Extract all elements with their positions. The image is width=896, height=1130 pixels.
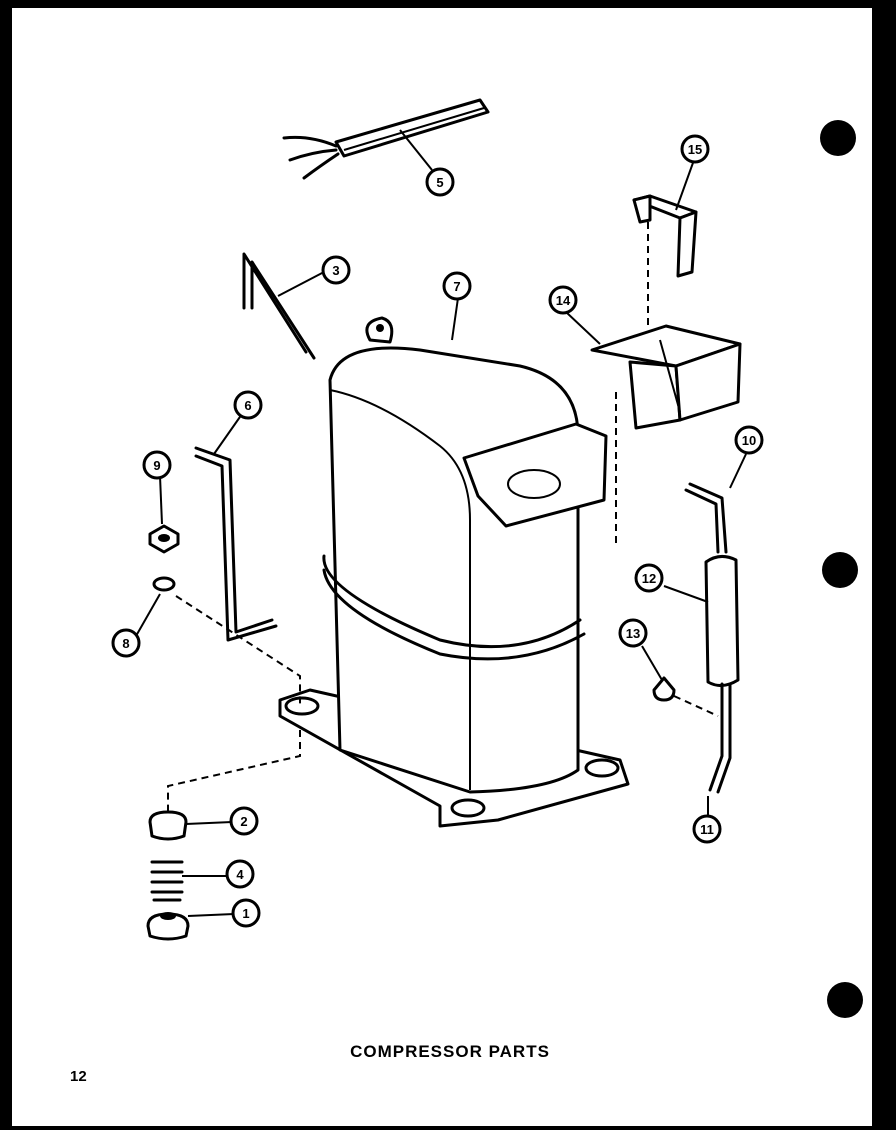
part-terminal-cover	[565, 311, 742, 546]
page-number: 12	[70, 1068, 87, 1085]
callout-10: 10	[734, 425, 764, 455]
binder-hole-bottom	[827, 982, 863, 1018]
svg-text:7: 7	[453, 279, 460, 294]
svg-text:10: 10	[742, 433, 756, 448]
svg-text:14: 14	[556, 293, 571, 308]
callout-15: 15	[680, 134, 710, 164]
svg-text:12: 12	[642, 571, 656, 586]
callout-5: 5	[425, 167, 455, 197]
callout-6: 6	[233, 390, 263, 420]
diagram-caption: COMPRESSOR PARTS	[350, 1042, 550, 1061]
part-cap	[641, 645, 719, 717]
part-bent-tube	[242, 252, 325, 360]
callout-12: 12	[634, 563, 664, 593]
callout-9: 9	[142, 450, 172, 480]
svg-text:9: 9	[153, 458, 160, 473]
svg-text:8: 8	[122, 636, 129, 651]
svg-text:4: 4	[236, 867, 244, 882]
part-bracket	[632, 159, 698, 330]
binder-hole-middle	[822, 552, 858, 588]
callout-2: 2	[229, 806, 259, 836]
svg-text:15: 15	[688, 142, 702, 157]
part-wire-harness	[282, 98, 490, 180]
part-compressor	[278, 297, 630, 828]
callout-3: 3	[321, 255, 351, 285]
callout-14: 14	[548, 285, 578, 315]
part-grommet-stack	[146, 810, 235, 941]
part-accumulator	[663, 453, 747, 818]
callout-13: 13	[618, 618, 648, 648]
svg-text:6: 6	[244, 398, 251, 413]
svg-text:13: 13	[626, 626, 640, 641]
svg-text:11: 11	[700, 822, 714, 837]
callout-8: 8	[111, 628, 141, 658]
svg-text:5: 5	[436, 175, 443, 190]
callout-11: 11	[692, 814, 722, 844]
binder-hole-top	[820, 120, 856, 156]
svg-text:1: 1	[242, 906, 249, 921]
callout-7: 7	[442, 271, 472, 301]
svg-text:2: 2	[240, 814, 247, 829]
callout-4: 4	[225, 859, 255, 889]
svg-text:3: 3	[332, 263, 339, 278]
part-nut-washer	[135, 475, 301, 812]
callout-1: 1	[231, 898, 261, 928]
part-tube-6	[194, 413, 278, 642]
